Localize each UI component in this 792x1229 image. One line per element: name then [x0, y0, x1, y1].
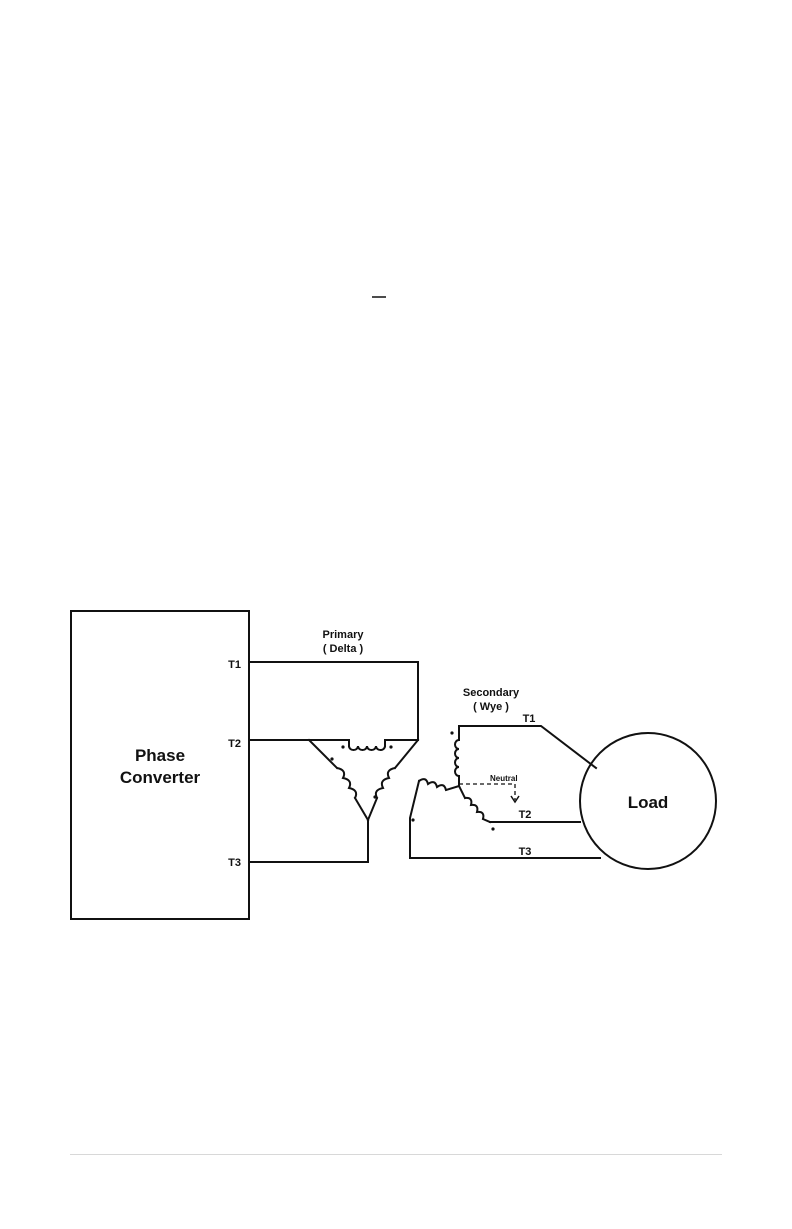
primary-t3-wire [249, 820, 368, 862]
footer-divider [70, 1154, 722, 1155]
primary-delta-winding [309, 740, 418, 820]
load-terminal-t3: T3 [519, 846, 532, 858]
phase-converter-box [71, 611, 249, 919]
phase-converter-label-line1: Phase [135, 746, 185, 765]
converter-terminal-t3: T3 [228, 857, 241, 869]
load-terminal-t1: T1 [523, 713, 536, 725]
load-label: Load [628, 793, 669, 812]
primary-label: Primary [323, 629, 365, 641]
secondary-label: Secondary [463, 687, 520, 699]
converter-terminal-t2: T2 [228, 738, 241, 750]
secondary-wye-winding [410, 726, 495, 858]
primary-t1-wire [249, 662, 418, 740]
neutral-label: Neutral [490, 774, 518, 783]
phase-converter-label-line2: Converter [120, 768, 201, 787]
secondary-wye-label: ( Wye ) [473, 701, 509, 713]
converter-terminal-t1: T1 [228, 659, 241, 671]
load-terminal-t2: T2 [519, 809, 532, 821]
secondary-t1-wire [459, 726, 596, 768]
primary-delta-label: ( Delta ) [323, 643, 364, 655]
